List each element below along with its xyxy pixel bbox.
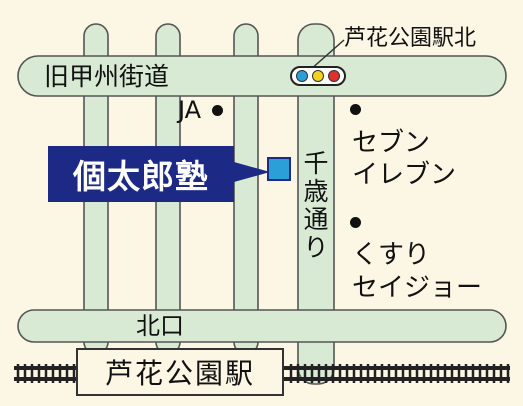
station-north-label: 芦花公園駅北: [344, 26, 477, 51]
road-label-old-koshu-kaido: 旧甲州街道: [44, 62, 170, 91]
school-pointer: [234, 162, 270, 182]
signal-blue-lamp: [296, 70, 308, 82]
school-location-icon: [267, 157, 291, 181]
school-name-label: 個太郎塾: [48, 146, 234, 202]
road-label-chitose-char-2: 歳: [303, 177, 329, 206]
ja-marker-icon: [212, 105, 223, 116]
road-label-chitose-char-3: 通: [303, 205, 329, 234]
road-kyu-koshu: [17, 55, 507, 97]
street-chitose: [297, 23, 335, 385]
station-name-box: 芦花公園駅: [76, 348, 284, 396]
kusuri-seijo-label-line2: セイジョー: [352, 273, 483, 303]
road-label-chitose-char-4: り: [303, 233, 329, 262]
traffic-signal-icon: [290, 66, 346, 86]
kusuri-seijo-label-line1: くすり: [352, 240, 431, 270]
road-label-chitose-char-1: 千: [303, 149, 329, 178]
station-north-leader: [309, 39, 345, 71]
ja-label: JA: [178, 96, 202, 124]
seven-eleven-marker-icon: [350, 104, 361, 115]
kusuri-seijo-marker-icon: [350, 217, 361, 228]
seven-eleven-label-line1: セブン: [352, 128, 431, 158]
seven-eleven-label-line2: イレブン: [352, 160, 457, 190]
signal-red-lamp: [328, 70, 340, 82]
signal-yellow-lamp: [312, 70, 324, 82]
north-exit-label: 北口: [136, 312, 184, 340]
road-station-front: [17, 309, 507, 343]
